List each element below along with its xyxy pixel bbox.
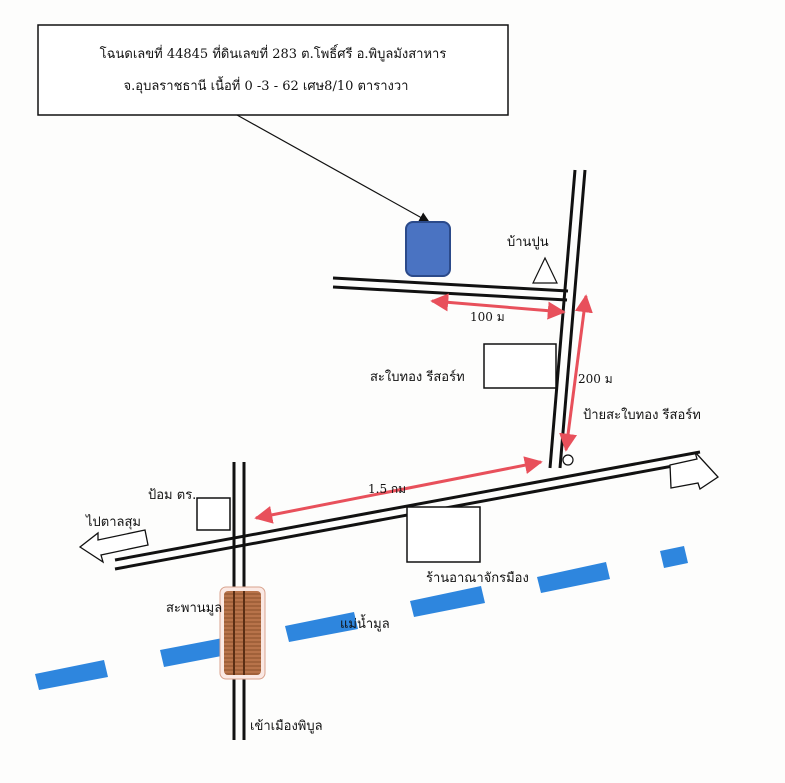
ban-pun-triangle-icon bbox=[532, 256, 558, 284]
police-box-building bbox=[196, 497, 231, 531]
distance-arrow-100 bbox=[430, 293, 566, 320]
ban-pun-label: บ้านปูน bbox=[507, 235, 549, 250]
to-tan-sum-label: ไปตาลสุม bbox=[85, 514, 141, 530]
to-tan-sum-arrow-icon bbox=[78, 529, 149, 564]
east-arrow-icon bbox=[669, 451, 719, 491]
river-label: แม่น้ำมูล bbox=[340, 614, 390, 632]
shop-label: ร้านอาณาจักรมือง bbox=[426, 570, 529, 586]
side-road bbox=[332, 276, 569, 302]
resort-sign-label: ป้ายสะใบทอง รีสอร์ท bbox=[583, 407, 701, 423]
vertical-road bbox=[548, 169, 587, 469]
info-line-1: โฉนดเลขที่ 44845 ที่ดินเลขที่ 283 ต.โพธิ… bbox=[100, 44, 447, 62]
info-line-2: จ.อุบลราชธานี เนื้อที่ 0 -3 - 62 เศษ8/10… bbox=[124, 76, 409, 94]
resort-building bbox=[483, 343, 557, 389]
distance-100-label: 100 ม bbox=[470, 310, 505, 324]
river-mun bbox=[35, 546, 688, 690]
bridge bbox=[219, 586, 266, 680]
resort-sign-icon bbox=[562, 454, 574, 466]
pointer-line bbox=[236, 114, 430, 223]
bridge-label: สะพานมูล bbox=[166, 601, 222, 616]
shop-building bbox=[406, 506, 481, 563]
distance-1500-label: 1.5 กม bbox=[368, 482, 406, 496]
info-box bbox=[37, 24, 509, 116]
distance-arrow-200 bbox=[559, 294, 593, 452]
to-phibun-label: เข้าเมืองพิบูล bbox=[250, 718, 323, 734]
resort-label: สะใบทอง รีสอร์ท bbox=[370, 369, 465, 385]
land-plot bbox=[405, 221, 451, 277]
distance-arrow-1500 bbox=[254, 456, 543, 524]
distance-200-label: 200 ม bbox=[578, 372, 613, 386]
police-box-label: ป้อม ตร. bbox=[148, 488, 196, 503]
